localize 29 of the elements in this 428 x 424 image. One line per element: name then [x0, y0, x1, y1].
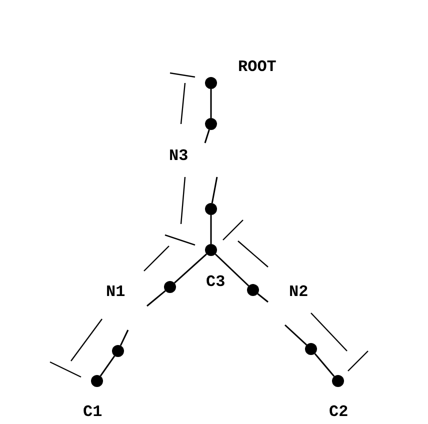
tree-branch-line [257, 293, 268, 303]
tree-node-dot [205, 203, 217, 215]
node-label: C2 [329, 403, 348, 421]
node-label: N1 [106, 283, 126, 301]
node-label: N2 [289, 283, 308, 301]
tree-node-dot [332, 375, 344, 387]
tree-branch-line [210, 215, 212, 244]
node-label: C3 [206, 273, 226, 291]
node-label: C1 [83, 403, 102, 421]
tree-node-dot [205, 244, 217, 256]
tree-branch-line [204, 130, 210, 144]
tree-node-dot [205, 118, 217, 130]
tree-branch-line [211, 176, 218, 204]
tree-branch-line [284, 324, 308, 346]
tree-node-dot [91, 375, 103, 387]
tree-branch-line [314, 353, 335, 377]
tree-branch-line [174, 253, 208, 284]
tree-branch-line [120, 330, 129, 346]
tree-node-dot [164, 281, 176, 293]
node-label: ROOT [238, 58, 276, 76]
node-label: N3 [169, 147, 188, 165]
tree-node-dot [205, 77, 217, 89]
tree-branch-line [210, 89, 212, 118]
tree-branch-line [100, 355, 116, 377]
tree-node-dot [305, 343, 317, 355]
tree-node-dot [112, 345, 124, 357]
tree-branch-line [214, 254, 250, 286]
tree-node-dot [247, 284, 259, 296]
tree-branch-line [146, 290, 166, 307]
